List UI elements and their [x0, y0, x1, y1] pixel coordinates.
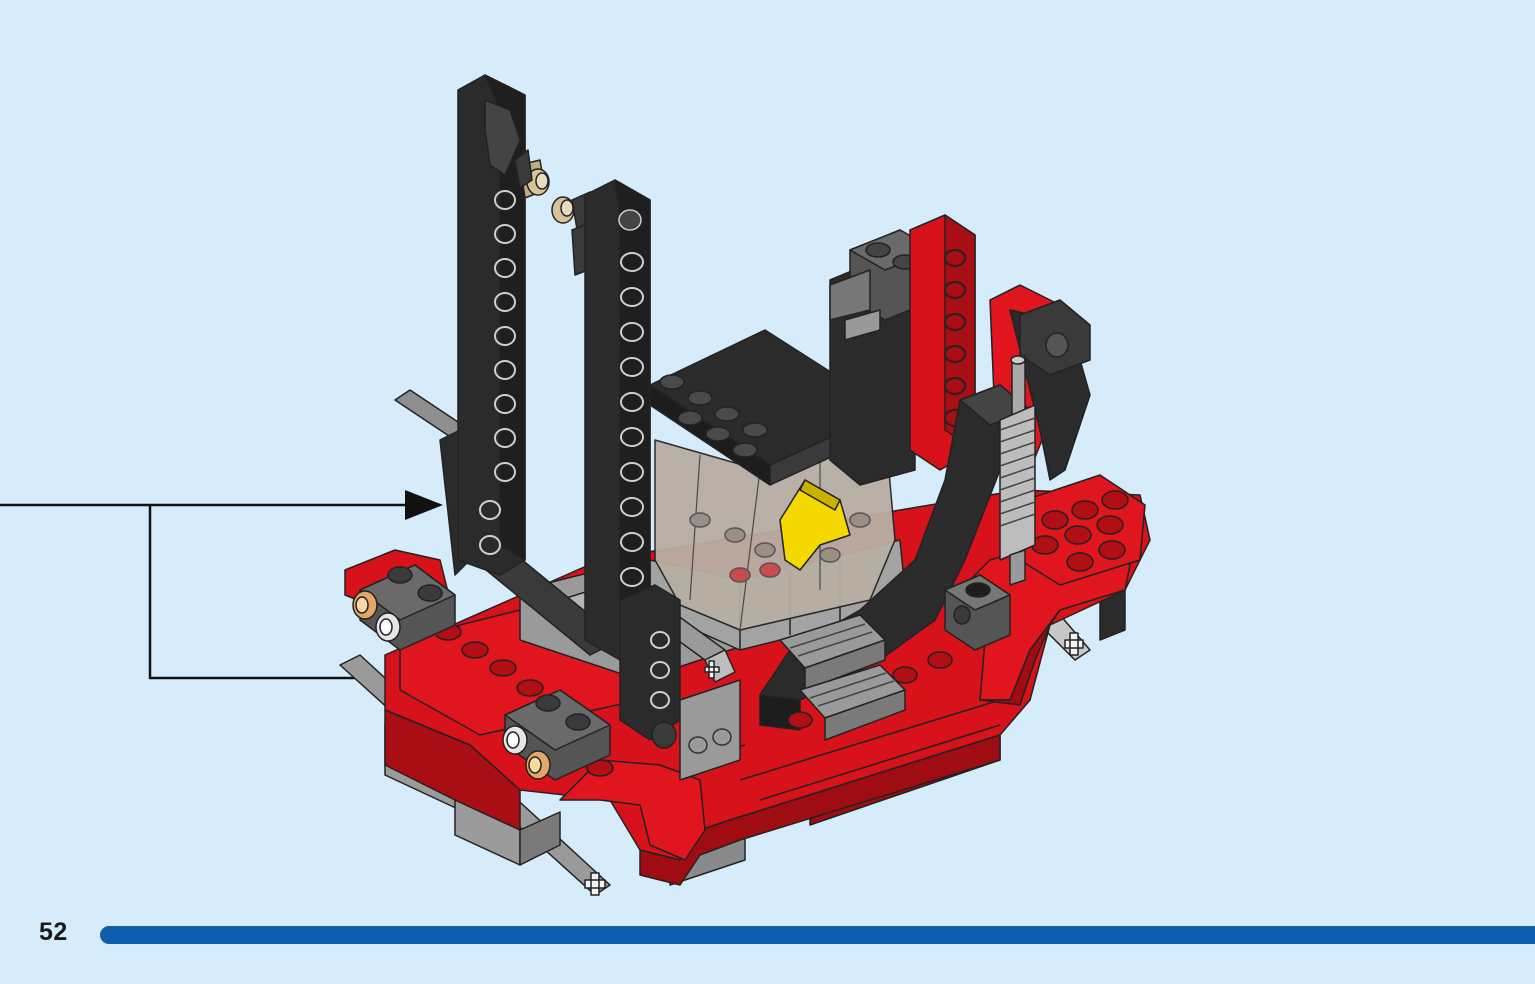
progress-fill: [100, 926, 1535, 944]
arrow-right-icon: [405, 490, 443, 520]
page-number: 52: [39, 918, 68, 946]
progress-bar: [100, 926, 1535, 944]
lego-vehicle-model: [339, 74, 1151, 896]
